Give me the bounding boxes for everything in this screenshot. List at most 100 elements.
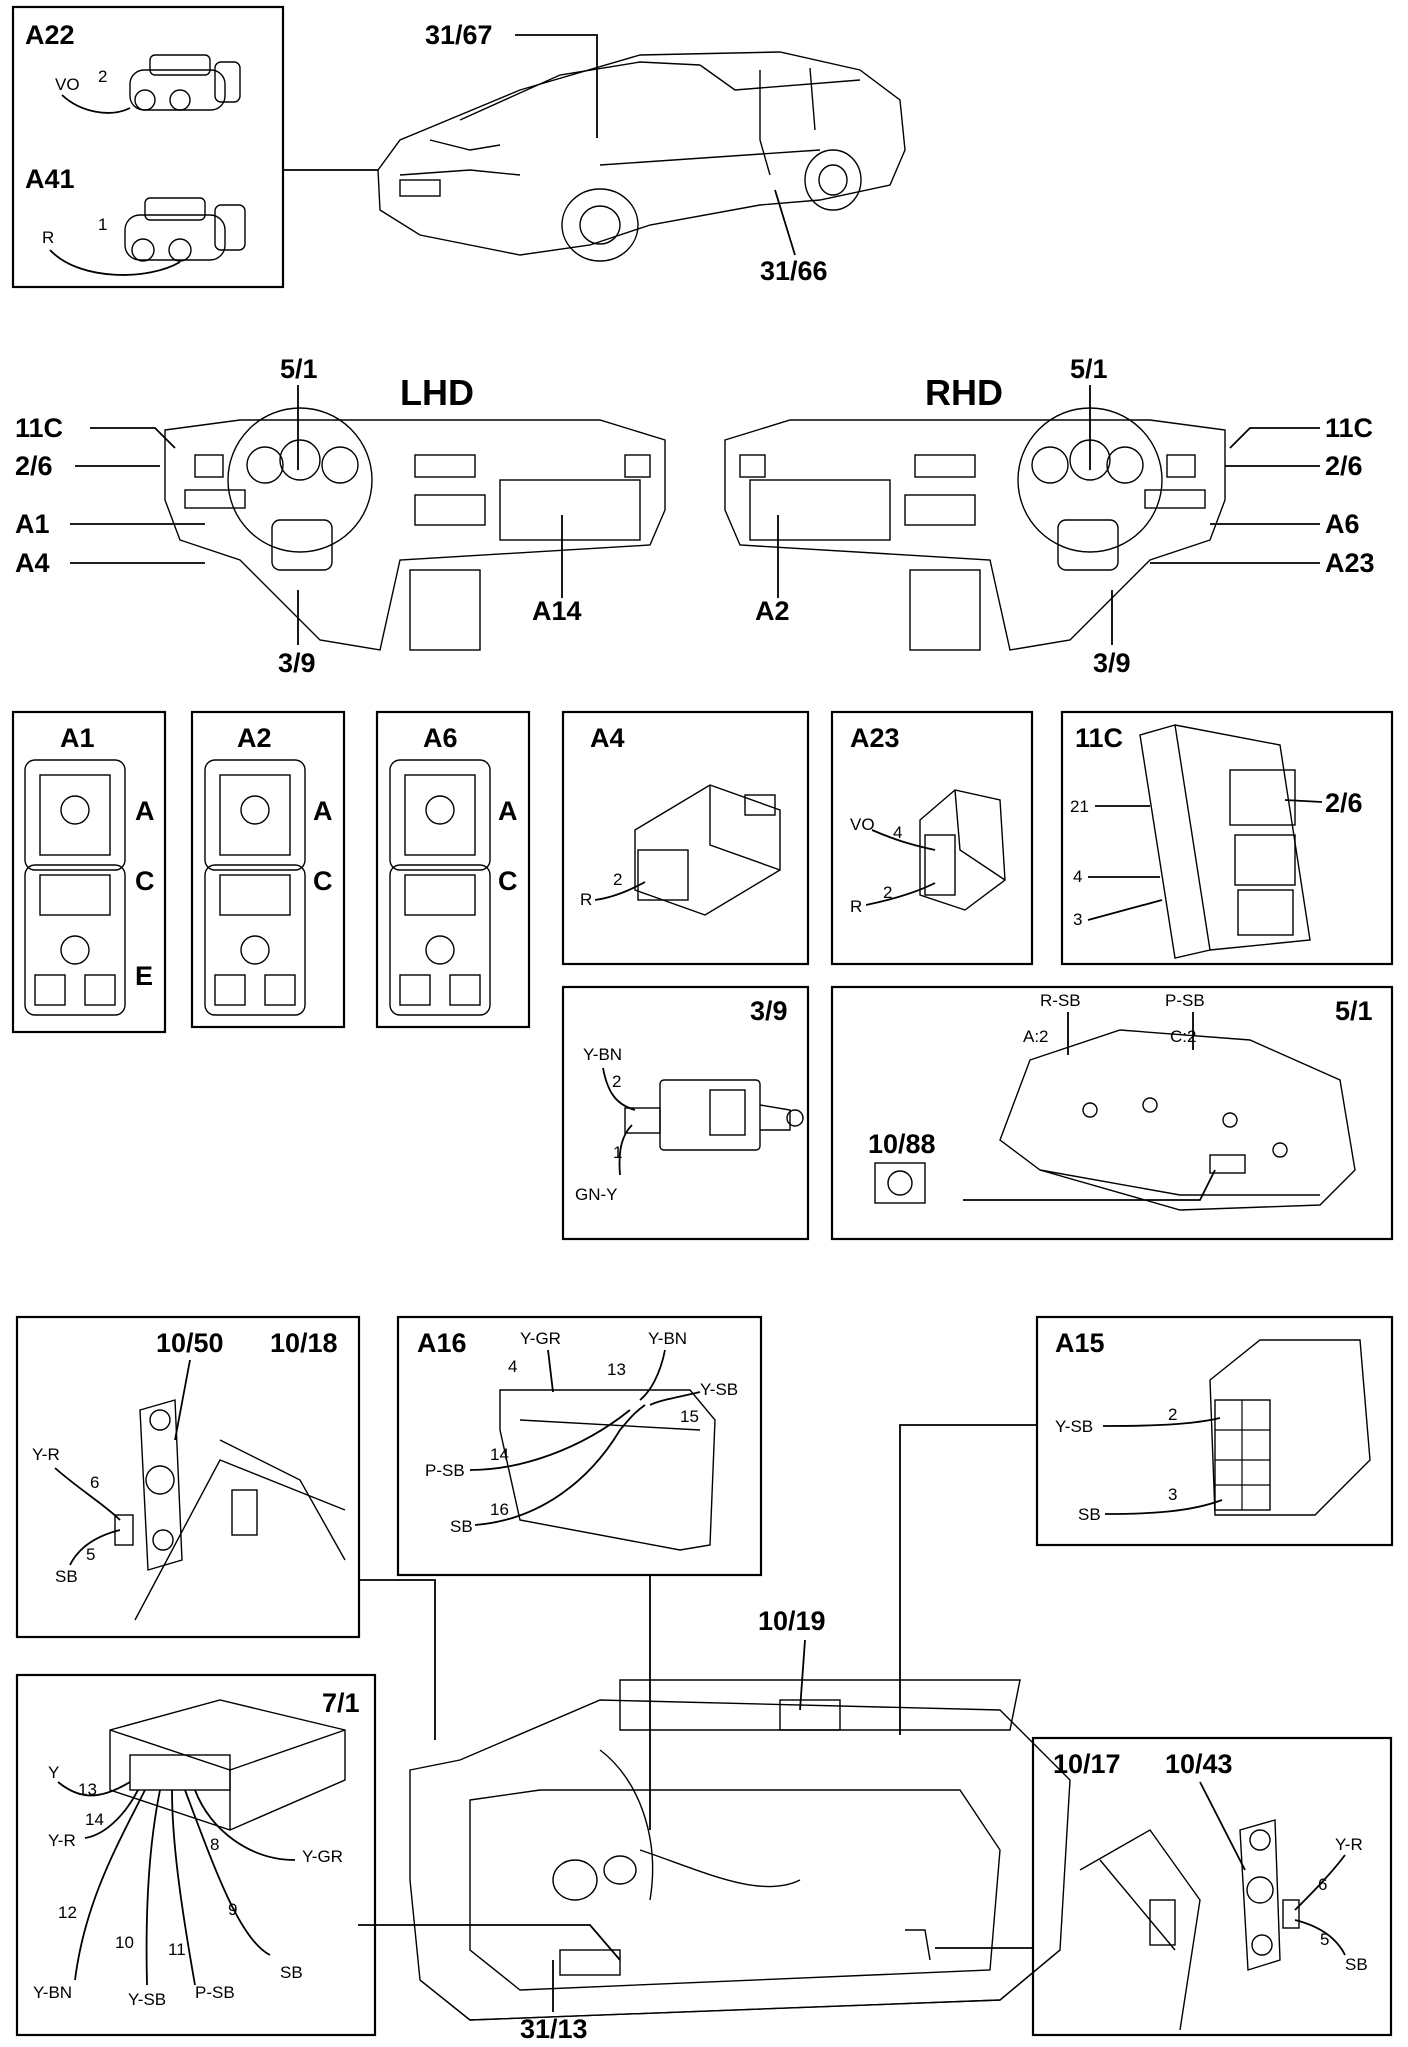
5-1-rsb-label: R-SB — [1040, 991, 1081, 1010]
7-1-sb-label: SB — [280, 1963, 303, 1982]
a16-pin14-label: 14 — [490, 1445, 509, 1464]
a16-pin4-label: 4 — [508, 1357, 517, 1376]
car-illustration — [377, 51, 906, 262]
5-1-c2-label: C:2 — [1170, 1027, 1196, 1046]
11c-pin4-label: 4 — [1073, 867, 1082, 886]
11c-26-label: 2/6 — [1325, 788, 1363, 818]
lhd-a4-label: A4 — [15, 548, 50, 578]
a16-sb-label: SB — [450, 1517, 473, 1536]
car-label-3166: 31/66 — [760, 256, 828, 286]
10-50-sb-label: SB — [55, 1567, 78, 1586]
a22-a41-panel: A22 VO 2 A41 R 1 — [11, 5, 285, 289]
5-1-panel: 5/1 R-SB A:2 P-SB C:2 10/88 — [830, 985, 1394, 1241]
a15-pin3-label: 3 — [1168, 1485, 1177, 1504]
3-9-panel-title: 3/9 — [750, 996, 788, 1026]
5-1-psb-label: P-SB — [1165, 991, 1205, 1010]
10-50-pin6-label: 6 — [90, 1473, 99, 1492]
a23-pin4-label: 4 — [893, 823, 902, 842]
a15-title: A15 — [1055, 1328, 1105, 1358]
a16-title: A16 — [417, 1328, 467, 1358]
a23-panel: A23 VO 4 2 R — [830, 710, 1034, 966]
a15-pin2-label: 2 — [1168, 1405, 1177, 1424]
10-17-pin6-label: 6 — [1318, 1875, 1327, 1894]
a41-pin-label: 1 — [98, 215, 107, 234]
7-1-ygr-label: Y-GR — [302, 1847, 343, 1866]
rhd-39-label: 3/9 — [1093, 648, 1131, 678]
a41-wire-label: R — [42, 228, 54, 247]
7-1-title: 7/1 — [322, 1688, 360, 1718]
3-9-gny-label: GN-Y — [575, 1185, 618, 1204]
a23-pin2-label: 2 — [883, 883, 892, 902]
10-17-panel: 10/17 10/43 Y-R 6 5 SB — [1031, 1736, 1393, 2037]
a15-sb-label: SB — [1078, 1505, 1101, 1524]
10-17-sb-label: SB — [1345, 1955, 1368, 1974]
a2-panel-title: A2 — [237, 723, 272, 753]
rhd-label: RHD — [925, 372, 1003, 413]
7-1-yr-label: Y-R — [48, 1831, 76, 1850]
a22-connector-drawing — [129, 54, 241, 111]
7-1-pin8-label: 8 — [210, 1835, 219, 1854]
trunk-illustration — [409, 1679, 1071, 2021]
rhd-a2-label: A2 — [755, 596, 790, 626]
a23-vo-label: VO — [850, 815, 875, 834]
5-1-panel-title: 5/1 — [1335, 996, 1373, 1026]
10-50-yr-label: Y-R — [32, 1445, 60, 1464]
a23-panel-title: A23 — [850, 723, 900, 753]
a1-section-a: A — [135, 796, 155, 826]
3-9-ybn-label: Y-BN — [583, 1045, 622, 1064]
a15-panel: A15 Y-SB 2 SB 3 — [1035, 1315, 1394, 1547]
a15-ysb-label: Y-SB — [1055, 1417, 1093, 1436]
rhd-51-label: 5/1 — [1070, 354, 1108, 384]
a22-wire-label: VO — [55, 75, 80, 94]
lhd-dashboard-drawing — [164, 407, 666, 651]
a16-pin16-label: 16 — [490, 1500, 509, 1519]
7-1-pin12-label: 12 — [58, 1903, 77, 1922]
lhd-11c-label: 11C — [15, 413, 63, 443]
a1-section-e: E — [135, 961, 153, 991]
rhd-11c-label: 11C — [1325, 413, 1373, 443]
11c-pin21-label: 21 — [1070, 797, 1089, 816]
7-1-pin14-label: 14 — [85, 1810, 104, 1829]
11c-panel: 11C 2/6 21 4 3 — [1060, 710, 1394, 966]
11c-panel-title: 11C — [1075, 723, 1123, 753]
rhd-a23-label: A23 — [1325, 548, 1375, 578]
a23-r-label: R — [850, 897, 862, 916]
a41-label: A41 — [25, 164, 75, 194]
a22-label: A22 — [25, 20, 75, 50]
3-9-panel: 3/9 Y-BN 2 1 GN-Y — [561, 985, 810, 1241]
7-1-panel: 7/1 Y 13 14 Y-R 8 Y-GR 12 9 10 11 Y-BN Y… — [15, 1673, 377, 2037]
a16-ygr-label: Y-GR — [520, 1329, 561, 1348]
a4-wire-label: R — [580, 890, 592, 909]
10-43-title: 10/43 — [1165, 1749, 1233, 1779]
10-50-title: 10/50 — [156, 1328, 224, 1358]
rhd-dashboard-drawing — [724, 407, 1226, 651]
10-50-pin5-label: 5 — [86, 1545, 95, 1564]
lhd-label: LHD — [400, 372, 474, 413]
lhd-26-label: 2/6 — [15, 451, 53, 481]
a16-ysb-label: Y-SB — [700, 1380, 738, 1399]
a16-psb-label: P-SB — [425, 1461, 465, 1480]
lhd-39-label: 3/9 — [278, 648, 316, 678]
a6-section-c: C — [498, 866, 518, 896]
a22-pin-label: 2 — [98, 67, 107, 86]
a2-section-c: C — [313, 866, 333, 896]
a1-panel-title: A1 — [60, 723, 95, 753]
10-17-yr-label: Y-R — [1335, 1835, 1363, 1854]
7-1-psb-label: P-SB — [195, 1983, 235, 2002]
31-13-label: 31/13 — [520, 2014, 588, 2042]
3-9-pin1-label: 1 — [613, 1143, 622, 1162]
3-9-pin2-label: 2 — [612, 1072, 621, 1091]
a16-pin13-label: 13 — [607, 1360, 626, 1379]
lhd-a1-label: A1 — [15, 509, 50, 539]
10-17-title: 10/17 — [1053, 1749, 1121, 1779]
a2-section-a: A — [313, 796, 333, 826]
a41-connector-drawing — [124, 197, 246, 262]
7-1-pin10-label: 10 — [115, 1933, 134, 1952]
a4-panel: A4 2 R — [561, 710, 810, 966]
rhd-26-label: 2/6 — [1325, 451, 1363, 481]
a4-panel-title: A4 — [590, 723, 625, 753]
a1-panel: A1 A C E — [11, 710, 167, 1034]
car-label-3167: 31/67 — [425, 20, 493, 50]
